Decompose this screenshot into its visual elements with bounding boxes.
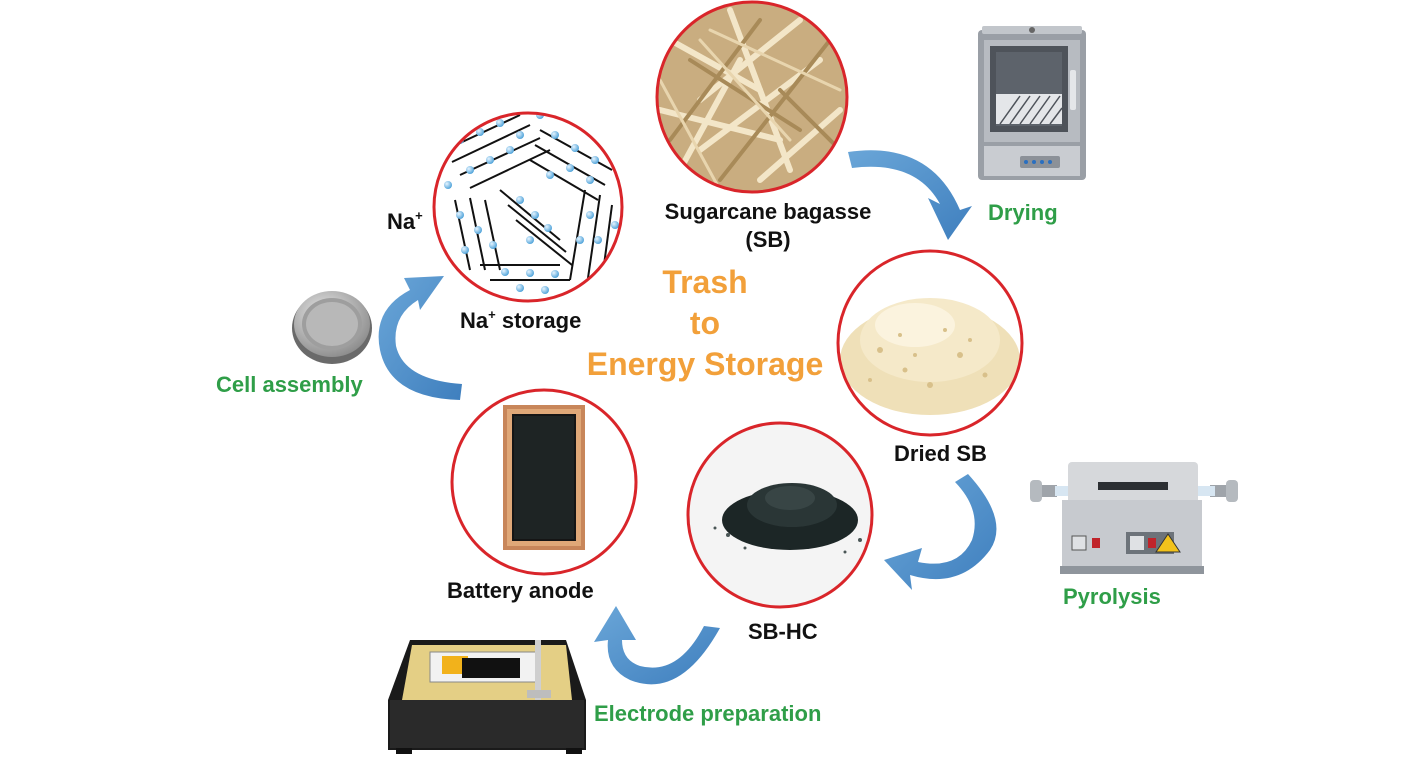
sb-hc-label: SB-HC (748, 619, 818, 644)
arrow-hc-to-anode (594, 606, 720, 685)
dried-sb-image (836, 249, 1024, 437)
sugarcane-bagasse-image (655, 0, 849, 194)
na-storage-label-base: Na (460, 308, 489, 333)
step-electrode-label: Electrode preparation (594, 701, 822, 726)
sb-hc-image (686, 421, 874, 609)
sugarcane-label-line1: Sugarcane bagasse (664, 199, 872, 224)
drying-oven-icon (978, 26, 1086, 180)
center-title-line2: to (689, 305, 721, 341)
sugarcane-label: Sugarcane bagasse (SB) (648, 198, 888, 254)
center-title-line1: Trash (662, 264, 748, 300)
coin-cell-icon (292, 291, 372, 364)
sugarcane-label-line2: (SB) (745, 227, 791, 252)
na-storage-label: Na+ storage (460, 307, 582, 333)
step-cell-assembly-label: Cell assembly (216, 372, 363, 397)
arrow-anode-to-storage (378, 276, 462, 400)
electrode-coater-icon (388, 640, 586, 754)
battery-anode-label: Battery anode (447, 578, 594, 603)
na-ion-label: Na+ (387, 208, 423, 234)
na-ion-label-base: Na (387, 209, 416, 234)
dried-sb-label: Dried SB (894, 441, 987, 466)
arrow-dried-to-hc (884, 474, 997, 590)
center-title: Trash to Energy Storage (560, 262, 850, 385)
step-drying-label: Drying (988, 200, 1058, 225)
pyrolysis-furnace-icon (1030, 462, 1238, 574)
na-ion-label-sup: + (415, 208, 423, 223)
step-pyrolysis-label: Pyrolysis (1063, 584, 1161, 609)
center-title-line3: Energy Storage (586, 346, 824, 382)
na-storage-label-rest: storage (495, 308, 582, 333)
na-storage-label-sup: + (488, 307, 496, 322)
arrow-sb-to-dried (848, 150, 972, 240)
na-storage-diagram (432, 111, 624, 303)
battery-anode-image (450, 388, 638, 576)
